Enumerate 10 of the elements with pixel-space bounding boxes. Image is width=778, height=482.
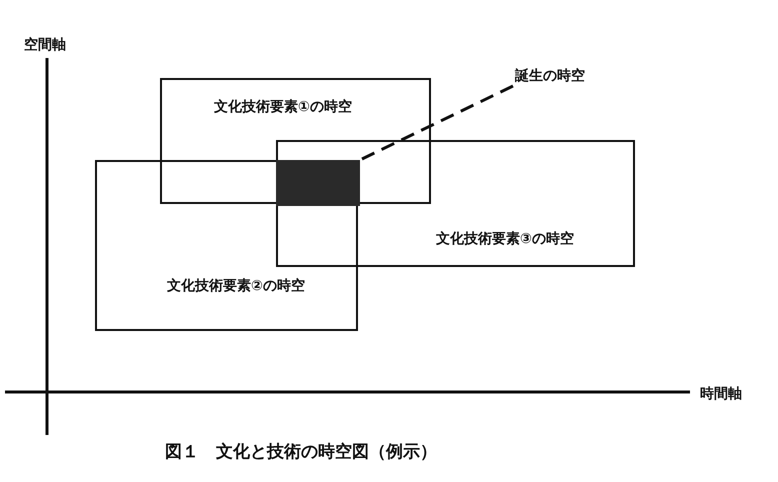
region-label: 文化技術要素③の時空: [436, 230, 574, 248]
leader-line: [361, 84, 514, 160]
dark-region: [276, 160, 360, 206]
axis-label: 空間軸: [24, 36, 66, 54]
region-box: [276, 140, 635, 267]
axis-label: 時間軸: [700, 385, 742, 403]
callout-text: 誕生の時空: [515, 67, 615, 89]
region-label: 文化技術要素①の時空: [214, 98, 352, 116]
region-label: 文化技術要素②の時空: [167, 277, 305, 295]
figure-caption: 図１ 文化と技術の時空図（例示）: [165, 441, 437, 463]
